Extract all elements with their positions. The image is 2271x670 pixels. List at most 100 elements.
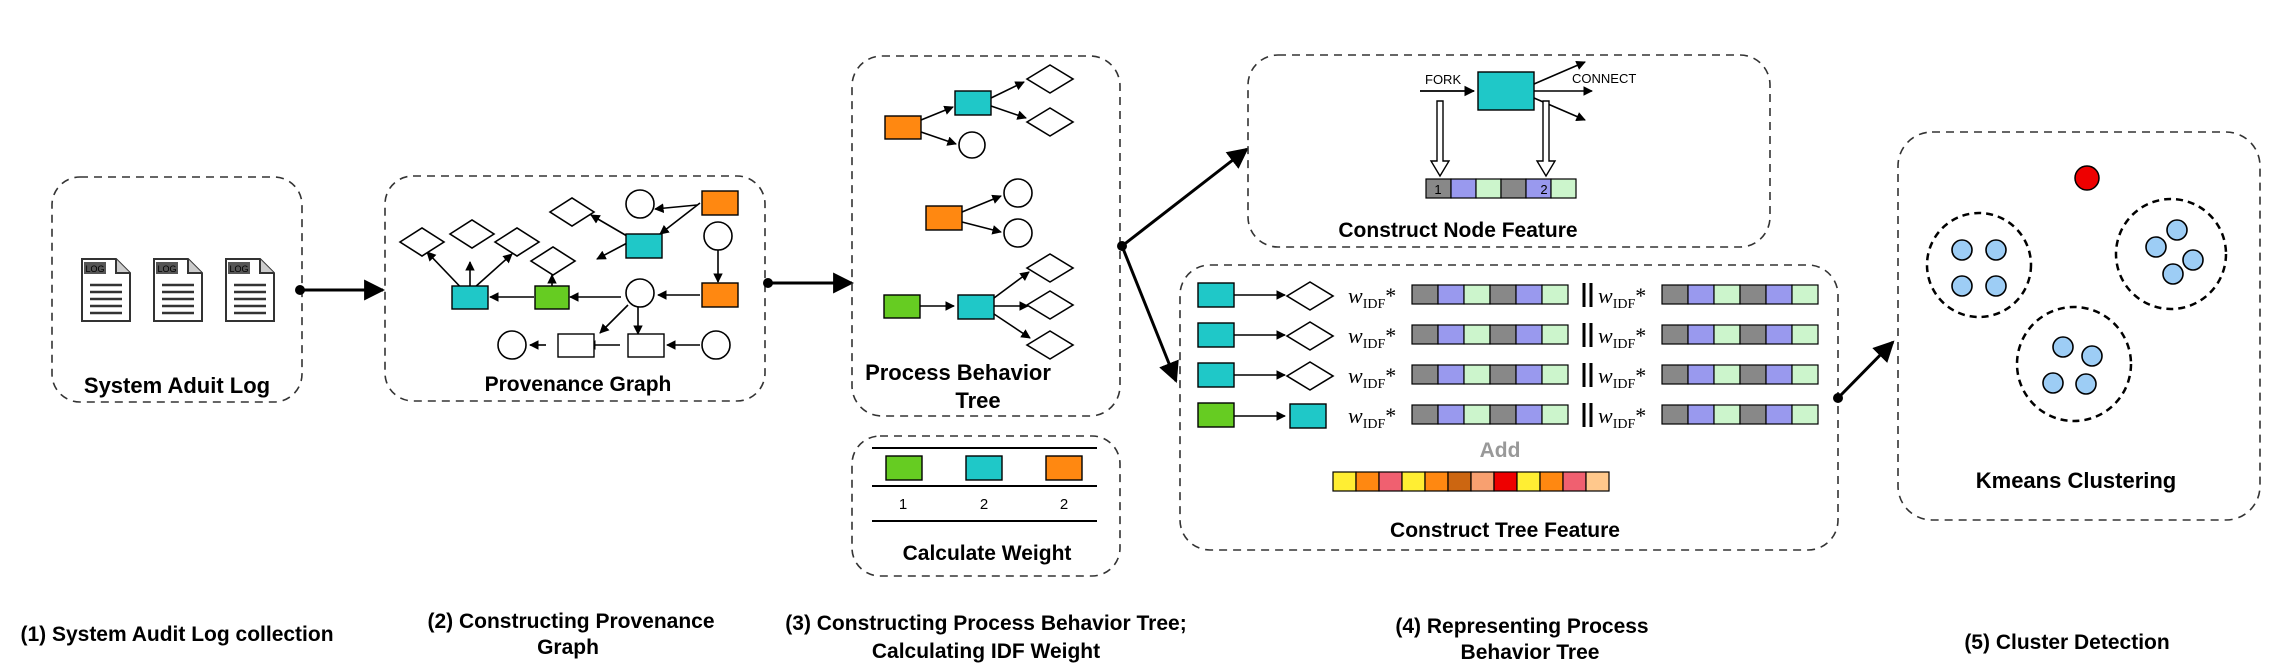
- file-node: [1025, 64, 1075, 94]
- idf-weight-symbol: wIDF*: [1598, 323, 1646, 352]
- process-node: [1197, 402, 1235, 428]
- socket-node: [703, 221, 733, 251]
- idf-weight-symbol: wIDF*: [1348, 363, 1396, 392]
- file-node: [448, 219, 496, 249]
- weighted-node-vector: [1661, 284, 1819, 305]
- clustering-panel: Kmeans Clustering: [1897, 131, 2261, 521]
- process-node: [1197, 322, 1235, 348]
- vector-index-label: 1: [1434, 182, 1441, 197]
- file-node: [1025, 290, 1075, 320]
- audit-log-panel: LOG LOG LOG System Aduit Log: [51, 176, 303, 403]
- process-node: [701, 282, 739, 308]
- connect-label: CONNECT: [1572, 71, 1636, 86]
- clustering-box: [1897, 131, 2261, 521]
- idf-weight-symbol: wIDF*: [1348, 283, 1396, 312]
- log-icon-label: LOG: [229, 264, 248, 274]
- tree-feature-box: [1179, 264, 1839, 551]
- behavior-tree: [920, 76, 1064, 146]
- process-tree-box: [851, 55, 1121, 417]
- process-node: [701, 190, 739, 216]
- calculate-weight-title: Calculate Weight: [903, 542, 1072, 565]
- log-file-icon: LOG: [153, 258, 203, 322]
- file-node: [557, 333, 595, 358]
- provenance-graph: [426, 202, 723, 350]
- anomaly-point: [2074, 165, 2100, 191]
- stage-3-caption: (3) Constructing Process Behavior Tree;: [785, 612, 1186, 635]
- stage-2-caption: (2) Constructing Provenance: [427, 610, 714, 633]
- process-node: [1477, 71, 1535, 111]
- weighted-node-vector: [1661, 324, 1819, 345]
- process-node: [883, 294, 921, 319]
- process-tree-title: Process Behavior: [865, 360, 1051, 385]
- weighted-node-vector: [1411, 404, 1569, 425]
- process-tree-panel: Process Behavior Tree: [851, 55, 1121, 417]
- idf-weight-symbol: wIDF*: [1348, 323, 1396, 352]
- provenance-box: [384, 175, 766, 402]
- file-node: [1025, 107, 1075, 137]
- audit-log-title: System Aduit Log: [84, 373, 270, 398]
- process-node: [1289, 403, 1327, 429]
- socket-node: [625, 278, 655, 308]
- down-arrow: [1429, 100, 1451, 178]
- add-label: Add: [1480, 439, 1521, 462]
- file-node: [1285, 361, 1335, 391]
- idf-weight-value: 2: [1060, 496, 1068, 513]
- stage-4-caption: Behavior Tree: [1461, 641, 1600, 664]
- file-node: [548, 197, 596, 227]
- stage-4-caption: (4) Representing Process: [1395, 615, 1648, 638]
- tree-feature-title: Construct Tree Feature: [1390, 519, 1620, 542]
- connector-4-5: [1833, 340, 1895, 403]
- stage-2-caption: Graph: [537, 636, 599, 659]
- process-node: [534, 285, 570, 310]
- socket-node: [958, 131, 986, 159]
- process-node: [885, 455, 923, 481]
- log-file-icon: LOG: [81, 258, 131, 322]
- process-node: [1197, 282, 1235, 308]
- process-tree-title: Tree: [955, 388, 1000, 413]
- down-arrow: [1535, 100, 1557, 178]
- file-node: [493, 227, 541, 257]
- provenance-title: Provenance Graph: [485, 373, 672, 396]
- node-feature-panel: FORK CONNECT 1 2 Construct Node Feature: [1247, 54, 1771, 248]
- weighted-node-vector: [1661, 364, 1819, 385]
- cluster: [2015, 305, 2133, 423]
- process-node: [1045, 455, 1083, 481]
- node-feature-vector: [1425, 178, 1577, 199]
- process-node: [625, 233, 663, 259]
- weighted-node-vector: [1411, 364, 1569, 385]
- process-node: [925, 205, 963, 231]
- idf-weight-symbol: wIDF*: [1348, 403, 1396, 432]
- provenance-panel: Provenance Graph: [384, 175, 766, 402]
- calculate-weight-panel: 1 2 2 Calculate Weight: [851, 435, 1121, 577]
- file-node: [1285, 281, 1335, 311]
- connector-2-3: [763, 272, 855, 294]
- process-node: [884, 115, 922, 140]
- process-node: [954, 90, 992, 116]
- process-node: [965, 455, 1003, 481]
- socket-node: [497, 330, 527, 360]
- weighted-node-vector: [1411, 324, 1569, 345]
- idf-weight-symbol: wIDF*: [1598, 363, 1646, 392]
- file-node: [1285, 321, 1335, 351]
- stage-5-caption: (5) Cluster Detection: [1964, 631, 2169, 654]
- file-node: [398, 227, 446, 257]
- weighted-node-vector: [1411, 284, 1569, 305]
- idf-weight-value: 2: [980, 496, 988, 513]
- log-icon-label: LOG: [157, 264, 176, 274]
- idf-weight-value: 1: [899, 496, 907, 513]
- behavior-tree: [961, 194, 1002, 235]
- socket-node: [625, 189, 655, 219]
- socket-node: [1003, 218, 1033, 248]
- weighted-feature-rows: wIDF*wIDF*wIDF*wIDF*wIDF*wIDF*wIDF*wIDF*: [1348, 283, 1819, 432]
- file-node: [529, 246, 577, 276]
- socket-node: [1003, 178, 1033, 208]
- process-node: [451, 285, 489, 310]
- idf-weight-symbol: wIDF*: [1598, 403, 1646, 432]
- behavior-tree: [920, 271, 1031, 339]
- log-icon-label: LOG: [85, 264, 104, 274]
- stage-3-caption: Calculating IDF Weight: [872, 640, 1100, 663]
- file-node: [1025, 330, 1075, 360]
- cluster: [1925, 211, 2033, 319]
- process-node: [1197, 362, 1235, 388]
